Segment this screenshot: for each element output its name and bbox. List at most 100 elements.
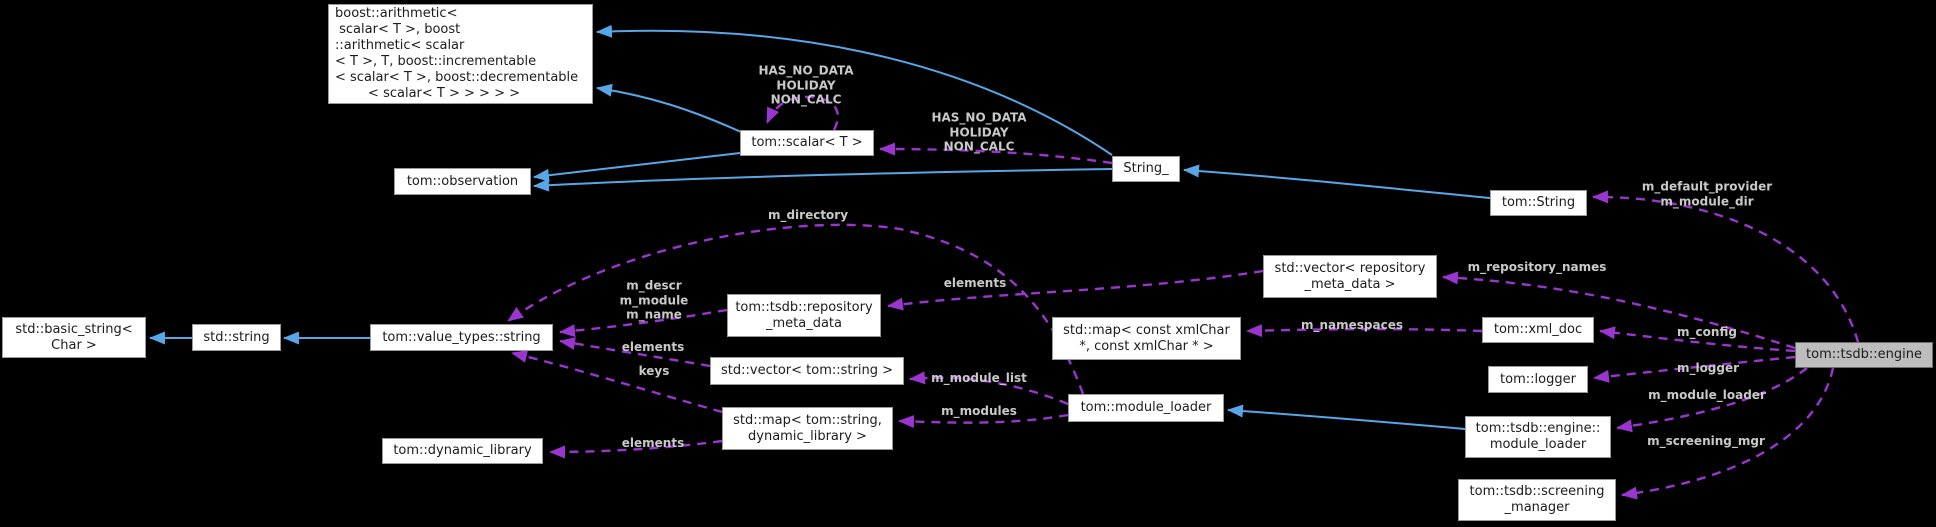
node-label-line: tom::scalar< T > <box>751 135 863 150</box>
edge-label-line: m_screening_mgr <box>1647 433 1765 448</box>
edge-tom-string--string-underscore <box>1183 164 1491 199</box>
node-label-line: Char > <box>51 337 97 353</box>
node-label-line: < scalar< T >, boost::decrementable <box>335 70 579 85</box>
edge-label-m_namespaces: m_namespaces <box>1301 318 1403 333</box>
node-std-basic-string[interactable]: std::basic_string<Char > <box>2 317 146 358</box>
edge-label-m_config: m_config <box>1677 325 1737 340</box>
edge-label-line: m_default_provider <box>1641 179 1773 194</box>
node-label-line: module_loader <box>1489 437 1587 452</box>
node-label-line: String_ <box>1123 161 1169 176</box>
edge-label-line: m_namespaces <box>1300 317 1404 332</box>
node-label-line: tom::observation <box>406 173 519 189</box>
node-label-line: tom::dynamic_library <box>393 443 532 458</box>
node-label-line: std::map< tom::string, <box>733 412 882 428</box>
edge-std-map-tom-string-dynamic-library--tom-dynamic-library <box>549 439 723 459</box>
edge-label-line: HOLIDAY <box>949 124 1009 139</box>
edge-label-line: elements <box>621 339 685 354</box>
node-std-vector-tom-string[interactable]: std::vector< tom::string > <box>710 357 904 385</box>
edge-std-map-tom-string-dynamic-library--tom-value-types-string <box>511 350 723 414</box>
node-label-line: dynamic_library > <box>748 428 867 444</box>
node-label-line: std::string <box>203 329 270 345</box>
edge-tom-tsdb-engine--tom-tsdb-screening-manager <box>1621 367 1835 500</box>
node-tom-string[interactable]: tom::String <box>1490 190 1587 216</box>
node-label-line: tom::tsdb::screening <box>1469 484 1605 499</box>
edge-label-line: m_repository_names <box>1467 259 1607 274</box>
edge-string-underscore--tom-observation <box>533 168 1113 192</box>
node-label-line: tom::tsdb::engine <box>1806 347 1922 362</box>
node-boost-arithmetic[interactable]: boost::arithmetic< scalar< T >, boost::a… <box>328 4 593 104</box>
edge-label-elements: elements <box>622 340 684 355</box>
node-std-vector-repository-meta-data[interactable]: std::vector< repository_meta_data > <box>1263 255 1437 298</box>
edge-tom-xml-doc--std-map-xmlchar <box>1246 324 1483 338</box>
edge-string-underscore--tom-scalar <box>879 142 1113 165</box>
edge-tom-tsdb-engine--tom-logger <box>1593 355 1796 383</box>
edge-label-line: m_logger <box>1676 360 1740 375</box>
node-tom-observation[interactable]: tom::observation <box>394 168 531 195</box>
node-tom-value-types-string[interactable]: tom::value_types::string <box>370 324 553 351</box>
edge-label-line: HOLIDAY <box>776 77 836 92</box>
edge-tom-tsdb-repository-meta-data--tom-value-types-string <box>559 308 728 338</box>
edge-tom-module-loader--std-vector-tom-string <box>909 371 1069 406</box>
edge-label-elements: elements <box>622 436 684 451</box>
edge-label-line: keys <box>638 363 670 378</box>
edge-label-m_directory: m_directory <box>768 208 848 223</box>
edge-std-vector-repository-meta-data--tom-tsdb-repository-meta-data <box>887 269 1264 311</box>
node-label-line: *, const xmlChar * > <box>1079 338 1214 354</box>
node-string-underscore[interactable]: String_ <box>1112 156 1180 182</box>
node-label-line: tom::module_loader <box>1080 400 1212 415</box>
edge-string-underscore--boost-arithmetic <box>596 24 1113 156</box>
edge-label-line: m_module_dir <box>1660 194 1754 208</box>
node-tom-tsdb-engine-module-loader[interactable]: tom::tsdb::engine::module_loader <box>1465 416 1611 458</box>
edge-label-line: m_module_list <box>931 370 1027 385</box>
node-std-string[interactable]: std::string <box>192 324 281 351</box>
edge-label-line: m_module_loader <box>1648 387 1766 402</box>
node-std-map-xmlchar[interactable]: std::map< const xmlChar*, const xmlChar … <box>1052 317 1241 360</box>
edge-tom-tsdb-engine-module-loader--tom-module-loader <box>1227 404 1466 430</box>
edge-tom-scalar--boost-arithmetic <box>596 83 742 133</box>
node-label-line: < T >, T, boost::incrementable <box>335 54 537 69</box>
edge-label-line: HAS_NO_DATA <box>931 110 1027 125</box>
node-label-line: _manager <box>1504 500 1570 515</box>
node-tom-xml-doc[interactable]: tom::xml_doc <box>1482 317 1594 343</box>
edge-tom-module-loader--std-map-tom-string-dynamic-library <box>898 413 1069 429</box>
edge-tom-scalar--tom-scalar <box>765 95 839 131</box>
edge-tom-tsdb-engine--std-vector-repository-meta-data <box>1442 271 1796 350</box>
node-tom-scalar[interactable]: tom::scalar< T > <box>740 130 874 156</box>
node-tom-module-loader[interactable]: tom::module_loader <box>1068 394 1224 422</box>
node-label-line: boost::arithmetic< <box>335 6 458 21</box>
node-label-line: tom::xml_doc <box>1493 322 1583 337</box>
edge-tom-tsdb-engine--tom-string <box>1592 190 1860 343</box>
node-label-line: ::arithmetic< scalar <box>335 38 465 53</box>
node-tom-tsdb-repository-meta-data[interactable]: tom::tsdb::repository_meta_data <box>727 294 881 337</box>
edge-tom-tsdb-engine--tom-tsdb-engine-module-loader <box>1616 367 1808 433</box>
node-tom-dynamic-library[interactable]: tom::dynamic_library <box>382 438 543 464</box>
node-label-line: tom::logger <box>1500 371 1576 387</box>
node-label-line: tom::String <box>1501 195 1576 210</box>
node-label-line: std::map< const xmlChar <box>1063 322 1230 338</box>
node-label-line: tom::tsdb::engine:: <box>1475 421 1601 436</box>
edge-label-elements: elements <box>944 276 1006 291</box>
edge-label-line: NON_CALC <box>943 139 1015 154</box>
node-label-line: scalar< T >, boost <box>335 22 461 37</box>
node-label-line: < scalar< T > > > > > <box>335 86 520 101</box>
edge-label-line: elements <box>943 275 1007 290</box>
edge-label-m_repository_names: m_repository_names <box>1468 260 1607 275</box>
node-tom-tsdb-screening-manager[interactable]: tom::tsdb::screening_manager <box>1458 479 1616 521</box>
node-tom-logger[interactable]: tom::logger <box>1488 366 1588 393</box>
node-label-line: tom::value_types::string <box>382 329 541 345</box>
node-std-map-tom-string-dynamic-library[interactable]: std::map< tom::string,dynamic_library > <box>722 407 893 450</box>
edge-tom-tsdb-engine--tom-xml-doc <box>1599 326 1796 353</box>
node-tom-tsdb-engine[interactable]: tom::tsdb::engine <box>1795 342 1933 368</box>
edge-label-line: m_directory <box>767 207 849 222</box>
edge-label-line: m_descr <box>626 278 682 293</box>
edge-label-m_module_list: m_module_list <box>931 371 1027 386</box>
edge-label-keys: keys <box>639 364 670 379</box>
edge-label-m_modules: m_modules <box>941 404 1017 419</box>
edge-label-line: NON_CALC <box>770 92 842 107</box>
